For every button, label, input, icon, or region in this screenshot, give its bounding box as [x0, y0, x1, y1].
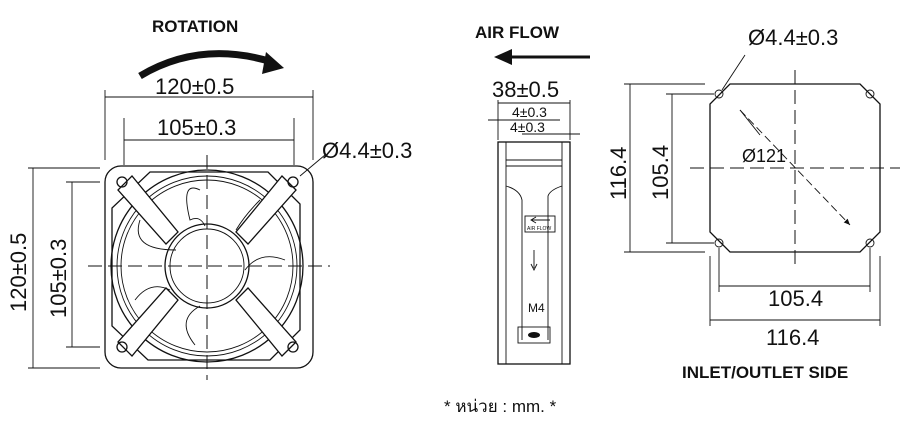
fan-frame: [104, 165, 314, 369]
depth-dim: 38±0.5: [492, 77, 559, 102]
side-view: AIR FLOW 38±0.5 4±0.3 4±0.3 AIR FLOW M4: [475, 23, 590, 365]
outer-width-dim: 120±0.5: [155, 74, 234, 99]
hole-spacing-height-dim: 105±0.3: [46, 239, 71, 318]
sticker-label: AIR FLOW: [527, 226, 551, 232]
opening-diameter-label: Ø121: [742, 146, 786, 166]
mounting-holes: [116, 176, 299, 353]
mount-hole-spacing-width: 105.4: [768, 286, 823, 311]
mount-outer-width: 116.4: [766, 325, 819, 350]
mount-outline: [709, 83, 881, 253]
mount-view: Ø4.4±0.3 Ø121 116.4 105.4 105.4 116.4 IN…: [606, 25, 900, 382]
mount-hole-diameter: Ø4.4±0.3: [748, 25, 838, 50]
rotation-arrow-head: [262, 52, 284, 74]
units-note: * หน่วย : mm. *: [444, 397, 557, 416]
flange-dim-1: 4±0.3: [512, 104, 547, 120]
front-view: ROTATION 120±0.5 105±0.3 120±0.5 105±0.3…: [6, 17, 412, 380]
outer-height-dim: 120±0.5: [6, 233, 31, 312]
airflow-sticker: [524, 215, 556, 233]
hole-spacing-width-dim: 105±0.3: [157, 115, 236, 140]
rotation-arrow: [138, 50, 274, 80]
hole-diameter-label: Ø4.4±0.3: [322, 138, 412, 163]
rotation-label: ROTATION: [152, 17, 238, 36]
mount-outer-height: 116.4: [606, 147, 631, 200]
airflow-label: AIR FLOW: [475, 23, 560, 42]
fan-side-body: [497, 141, 571, 365]
mount-hole-spacing-height: 105.4: [648, 145, 673, 200]
flange-dim-2: 4±0.3: [510, 119, 545, 135]
screw-label: M4: [528, 301, 545, 315]
mount-caption: INLET/OUTLET SIDE: [682, 363, 848, 382]
airflow-arrow-icon: [494, 49, 512, 65]
